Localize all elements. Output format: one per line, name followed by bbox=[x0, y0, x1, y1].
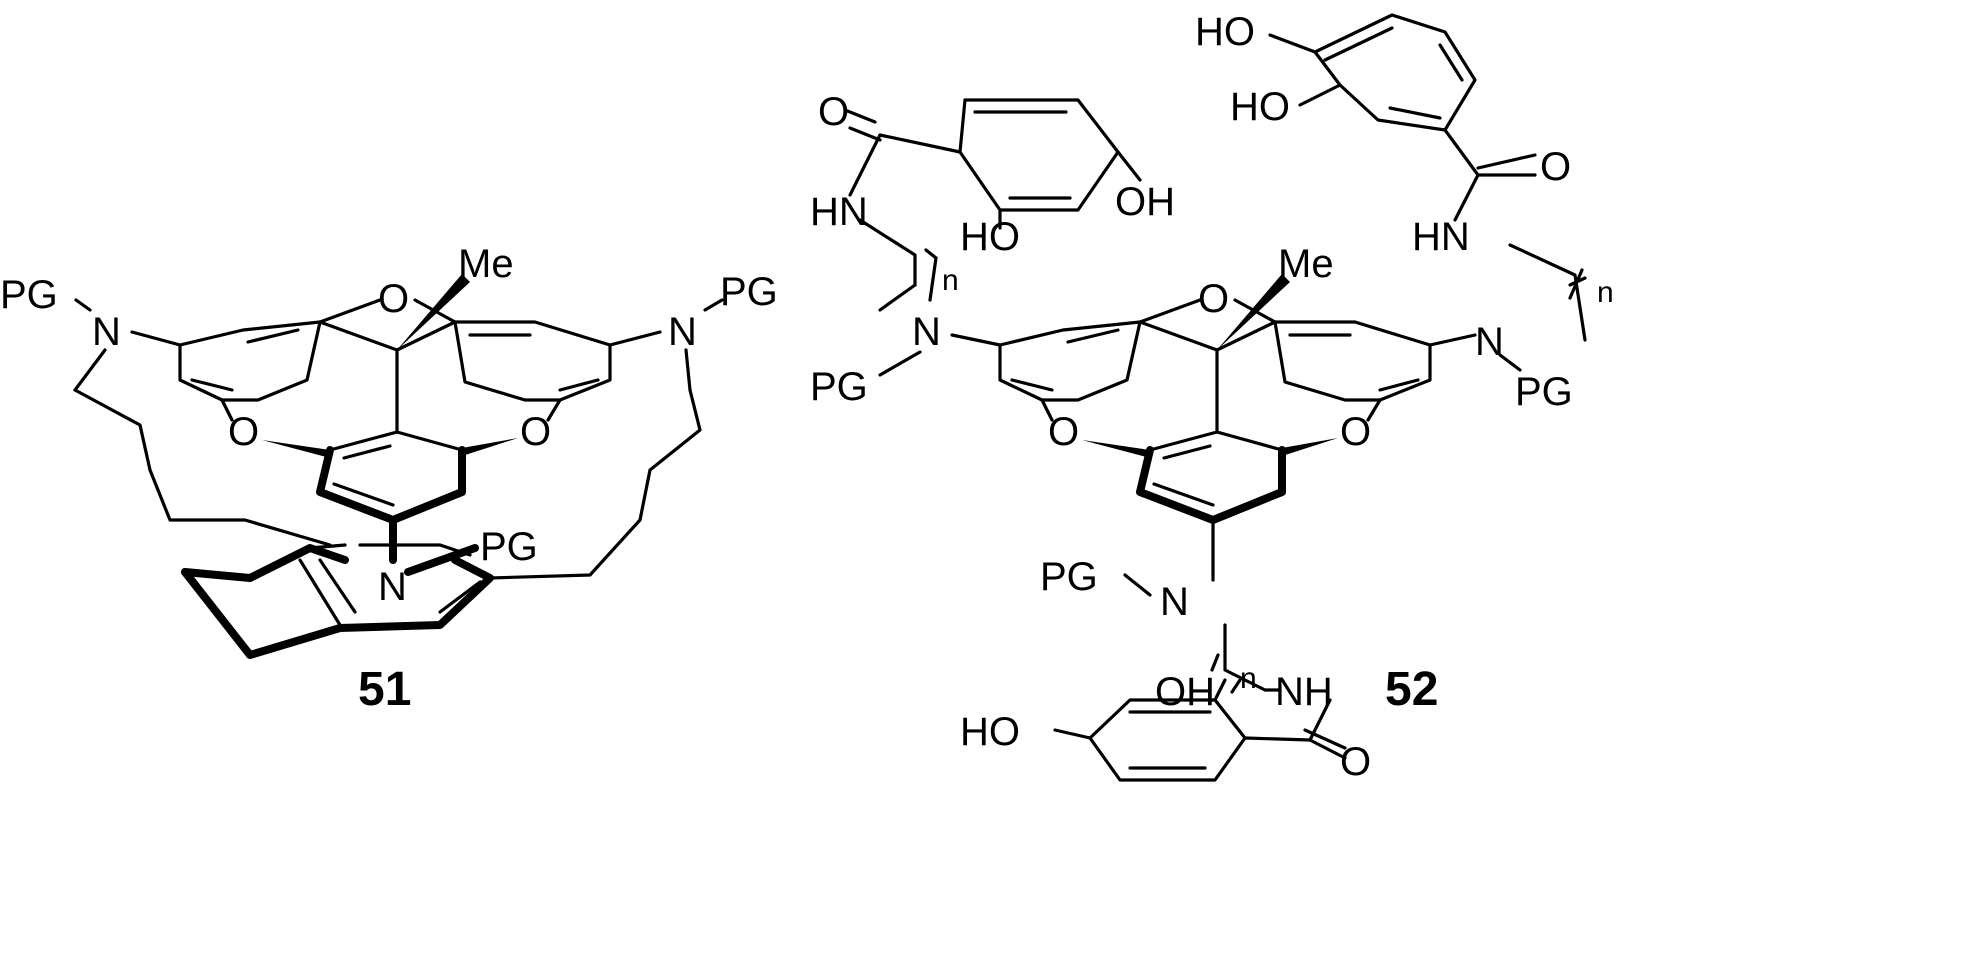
compound-51-lower-aryl-ring bbox=[316, 430, 466, 524]
compound-52-me-wedge bbox=[1217, 274, 1290, 350]
compound-51-label: 51 bbox=[358, 663, 411, 716]
compound-52-label: 52 bbox=[1385, 663, 1438, 716]
compound-52-o-left: O bbox=[1048, 410, 1079, 454]
compound-52-me: Me bbox=[1278, 242, 1334, 286]
compound-52-top-right-catechol bbox=[1268, 13, 1587, 342]
compound-52-n-sub-right: n bbox=[1597, 276, 1614, 309]
compound-51-n-right: N bbox=[668, 310, 697, 354]
compound-51-n-pyridine: N bbox=[378, 565, 407, 609]
compound-51-left-aryl-ring bbox=[178, 320, 322, 402]
compound-52-n-bottom: N bbox=[1160, 580, 1189, 624]
compound-52-left-aryl-ring bbox=[998, 320, 1142, 402]
compound-52-pg-left: PG bbox=[810, 365, 868, 409]
compound-51-o-right: O bbox=[520, 410, 551, 454]
compound-52-n-sub-left: n bbox=[942, 264, 959, 297]
compound-52-right-aryl-ring bbox=[1273, 320, 1432, 402]
compound-52-ho-bottom: HO bbox=[960, 710, 1020, 754]
compound-52-ho-right-2: HO bbox=[1230, 85, 1290, 129]
compound-51-o-top: O bbox=[378, 277, 409, 321]
compound-51-me: Me bbox=[458, 242, 514, 286]
compound-51-pg-right: PG bbox=[720, 270, 778, 314]
compound-52-n-right: N bbox=[1475, 320, 1504, 364]
compound-52-oh-left-2: OH bbox=[1115, 180, 1175, 224]
compound-52-o-top: O bbox=[1198, 277, 1229, 321]
compound-52-lower-aryl-ring bbox=[1136, 430, 1286, 524]
compound-52-o-amide-bottom: O bbox=[1340, 740, 1371, 784]
compound-51-right-aryl-ring bbox=[453, 320, 612, 402]
compound-52-ho-left-1: HO bbox=[960, 215, 1020, 259]
compound-51-o-left: O bbox=[228, 410, 259, 454]
compound-52-nh-bottom: NH bbox=[1275, 670, 1333, 714]
compound-52-pg-right: PG bbox=[1515, 370, 1573, 414]
compound-51-me-wedge bbox=[397, 274, 470, 350]
compound-52-ho-right-1: HO bbox=[1195, 10, 1255, 54]
compound-52-o-amide-left: O bbox=[818, 90, 849, 134]
compound-51-pg-bottom: PG bbox=[480, 525, 538, 569]
compound-52-hn-right: HN bbox=[1412, 215, 1470, 259]
compound-52-o-amide-right: O bbox=[1540, 145, 1571, 189]
compound-51: PG N O Me N PG O O PG N 51 bbox=[0, 242, 778, 716]
compound-51-pyridine-cyclophane bbox=[181, 543, 494, 659]
compound-52-pg-bottom: PG bbox=[1040, 555, 1098, 599]
compound-52-bottom-catechol bbox=[1053, 678, 1347, 782]
compound-51-n-left: N bbox=[92, 310, 121, 354]
compound-52-n-left: N bbox=[912, 310, 941, 354]
compound-52-top-left-catechol bbox=[843, 98, 1142, 312]
compound-52-n-sub-bottom: n bbox=[1240, 662, 1257, 695]
compound-52: O HN HO OH n N PG O Me O O HO HO O HN n … bbox=[810, 10, 1614, 784]
compound-51-pg-left: PG bbox=[0, 273, 58, 317]
compound-52-hn-left: HN bbox=[810, 190, 868, 234]
compound-52-o-right: O bbox=[1340, 410, 1371, 454]
compound-52-oh-bottom: OH bbox=[1155, 670, 1215, 714]
